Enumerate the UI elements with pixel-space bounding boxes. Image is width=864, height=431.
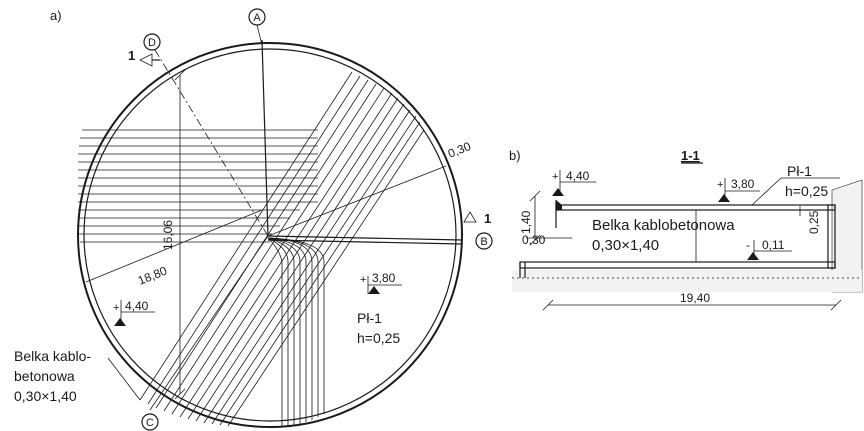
ring-beam-outer <box>77 42 463 428</box>
elevation-slab-text: 3,80 <box>372 271 396 285</box>
axis-label-b: B <box>480 236 487 248</box>
slab-thickness-a: h=0,25 <box>357 330 400 346</box>
svg-text:+: + <box>552 171 558 183</box>
svg-text:1,40: 1,40 <box>519 210 533 234</box>
section-mark-top: 1 <box>128 48 160 67</box>
axis-marker-d <box>143 33 161 51</box>
svg-text:1: 1 <box>128 48 135 63</box>
elevation-beam-text: 4,40 <box>125 299 149 313</box>
svg-text:3,80: 3,80 <box>731 177 755 191</box>
axis-marker-c <box>141 413 159 431</box>
edge-beam <box>556 200 562 210</box>
horizontal-tendons <box>78 129 318 243</box>
panel-a-plan: a) <box>14 8 493 431</box>
svg-text:+: + <box>360 274 366 286</box>
vertical-tendons <box>267 237 325 426</box>
axis-label-a: A <box>253 12 261 24</box>
soil-bottom <box>512 270 862 292</box>
axis-label-d: D <box>148 37 156 49</box>
top-slab <box>555 204 836 211</box>
elev-slab-top: + 3,80 <box>717 177 760 202</box>
beam-note-line1: Belka kablo- <box>14 348 91 364</box>
bottom-slab <box>519 261 836 269</box>
radial-dim-line-030 <box>267 165 447 237</box>
panel-b-label: b) <box>509 148 521 163</box>
span-dim-text: 19,40 <box>680 291 710 305</box>
chord-dim-text: 16,06 <box>161 220 175 250</box>
elev-floor: - 0,11 <box>746 238 792 260</box>
radial-axis-d <box>171 77 269 237</box>
svg-text:0,11: 0,11 <box>762 238 785 252</box>
slab-thickness-dim: 0,25 <box>807 210 821 234</box>
beam-label-b: Belka kablobetonowa <box>592 217 735 234</box>
svg-text:+: + <box>717 179 723 191</box>
panel-b-section: b) 1-1 + 4,40 <box>509 148 863 311</box>
axis-marker-b <box>475 232 493 250</box>
radius-dim-line <box>85 209 263 283</box>
radial-beam-a <box>261 39 269 237</box>
slab-name-b: Pł-1 <box>787 163 812 179</box>
axis-label-c: C <box>146 417 154 429</box>
slab-thickness-b: h=0,25 <box>785 183 828 199</box>
elev-beam-top: + 4,40 <box>552 169 596 196</box>
slab-name-a: Pł-1 <box>357 310 382 326</box>
radial-beam-c <box>149 235 269 411</box>
radius-dim-text: 18,80 <box>136 263 169 287</box>
beam-width-text: 0,30 <box>522 233 546 247</box>
radial-beam-b-edge <box>267 239 463 245</box>
section-title: 1-1 <box>681 148 700 163</box>
beam-size-b: 0,30×1,40 <box>592 237 659 254</box>
svg-text:1: 1 <box>484 211 491 226</box>
svg-text:4,40: 4,40 <box>566 169 590 183</box>
svg-text:-: - <box>746 238 750 252</box>
beam-note-line2: betonowa <box>14 368 75 384</box>
svg-text:+: + <box>113 302 119 314</box>
elevation-beam-marker: + 4,40 <box>113 299 155 326</box>
ring-beam-inner <box>83 48 457 422</box>
beam-note-line3: 0,30×1,40 <box>14 388 77 404</box>
beam-note-leader <box>107 357 141 401</box>
wall-dim-text: 0,30 <box>446 139 473 161</box>
radial-beam-b <box>267 235 463 241</box>
panel-a-label: a) <box>50 8 62 23</box>
diagonal-tendons <box>139 71 425 427</box>
section-mark-right: 1 <box>463 211 491 226</box>
elevation-slab-marker: + 3,80 <box>360 271 402 294</box>
